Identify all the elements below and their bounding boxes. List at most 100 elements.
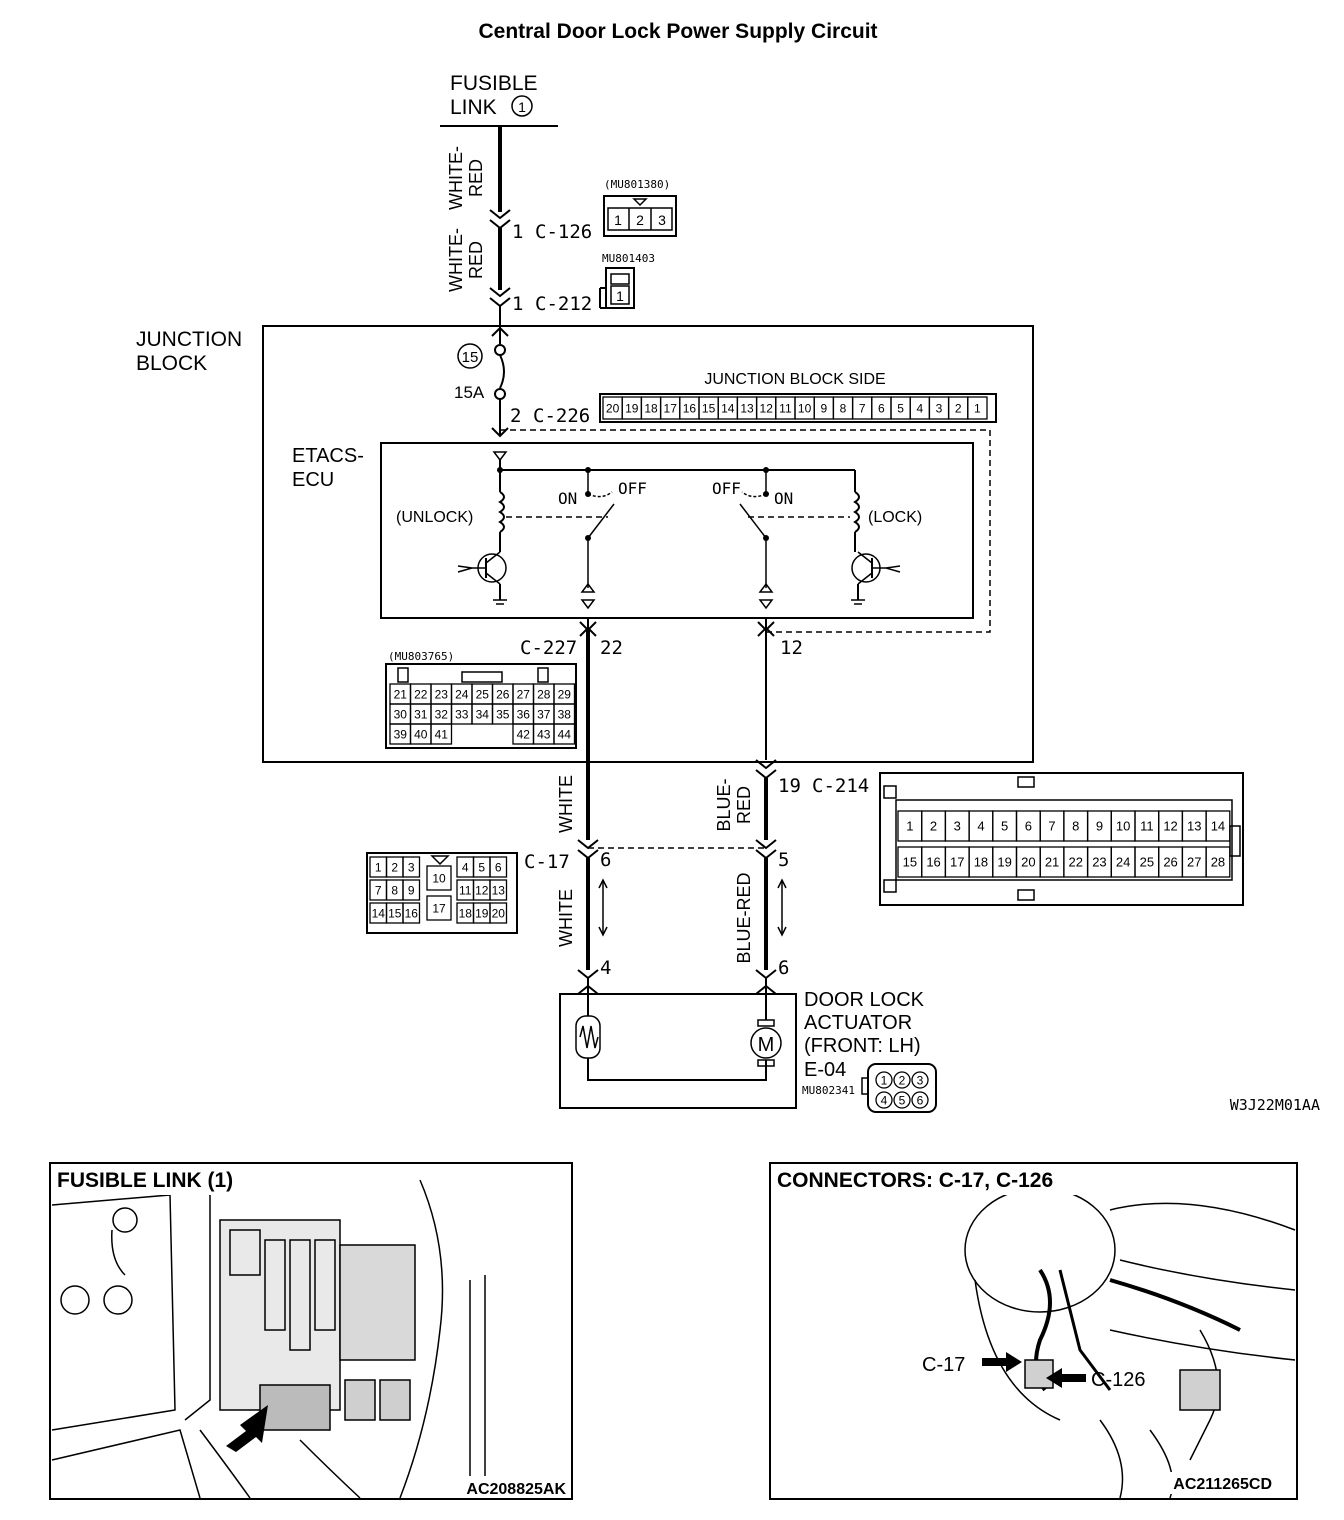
svg-text:BLUE-: BLUE- (714, 778, 734, 831)
fusible-link-label-2: LINK (450, 96, 497, 119)
c226-pin-12: 12 (760, 401, 774, 415)
e04-pin-1: 1 (881, 1074, 888, 1088)
c227-pin-26: 26 (496, 687, 510, 701)
actuator-label-1: DOOR LOCK (804, 989, 925, 1011)
c214-pin-12: 12 (1163, 819, 1177, 834)
c226-pin-14: 14 (721, 401, 735, 415)
c227-pin-23: 23 (435, 687, 449, 701)
e04-pin-6: 6 (917, 1094, 924, 1108)
c17-pin-13-cell (489, 879, 508, 901)
wire-label-white-lower: WHITE (556, 889, 576, 947)
c227-pin-35: 35 (496, 707, 510, 721)
c214-pin-3: 3 (954, 819, 961, 834)
c214-pin-7: 7 (1048, 819, 1055, 834)
photo-right-arrow-left-label: C-17 (922, 1354, 965, 1376)
dashboard-illustration (964, 1187, 1296, 1499)
lock-on-label: ON (774, 489, 793, 508)
c17-pin-7: 7 (375, 883, 382, 897)
c17-pin-16: 16 (405, 906, 419, 920)
c227-pin-37: 37 (537, 707, 551, 721)
c227-pin-36: 36 (517, 707, 531, 721)
lock-off-label: OFF (712, 479, 741, 498)
c126-pin-3: 3 (658, 212, 666, 228)
c226-side-label: JUNCTION BLOCK SIDE (704, 371, 885, 388)
e04-pin-3: 3 (917, 1074, 924, 1088)
e04-pin-4-circle (875, 1091, 893, 1109)
c226-pin-20: 20 (606, 401, 620, 415)
c227-pin-25: 25 (476, 687, 490, 701)
actuator-label-2: ACTUATOR (804, 1012, 912, 1034)
c226-pin: 2 (510, 405, 521, 427)
c227-pin-39: 39 (394, 727, 408, 741)
c212-part: MU801403 (602, 252, 655, 265)
e04-pin-left: 4 (600, 957, 611, 979)
photo-right-code: AC211265CD (1173, 1476, 1272, 1493)
e04-label: E-04 (804, 1059, 846, 1081)
c212-label: C-212 (535, 293, 592, 315)
c17-pin-14: 14 (372, 906, 386, 920)
c226-pin-17: 17 (664, 401, 678, 415)
c212-pin-1: 1 (616, 288, 624, 304)
fuse-number: 15 (462, 349, 479, 366)
c227-pin-22: 22 (414, 687, 428, 701)
c227-pin-28: 28 (537, 687, 551, 701)
door-lock-actuator: 4 6 M DOOR LOCK ACTUATOR (FRONT: LH) E-0… (559, 957, 937, 1113)
unlock-label: (UNLOCK) (396, 509, 473, 526)
c17-pin-3-cell (402, 856, 421, 878)
e04-pin-1-circle (875, 1071, 893, 1089)
connector-c126: 1 C-126 (MU801380) 1 2 3 (512, 178, 677, 243)
page-title: Central Door Lock Power Supply Circuit (478, 20, 877, 43)
photo-right-arrow-right-label: C-126 (1091, 1369, 1145, 1391)
c17-pin-9-cell (402, 879, 421, 901)
c17-pin-15: 15 (388, 906, 402, 920)
photo-left-code: AC208825AK (466, 1481, 566, 1498)
c226-pin-16: 16 (683, 401, 697, 415)
fusible-link-arrow (226, 1405, 268, 1452)
c227-pin-29: 29 (558, 687, 572, 701)
e04-pin-3-circle (911, 1071, 929, 1089)
c214-pin-17: 17 (950, 855, 964, 870)
etacs-label-2: ECU (292, 469, 334, 491)
c227-pin-42: 42 (517, 727, 531, 741)
photo-right-title: CONNECTORS: C-17, C-126 (777, 1169, 1053, 1192)
junction-block: JUNCTION BLOCK 15 15A (136, 325, 1034, 763)
c214-pin-23: 23 (1092, 855, 1106, 870)
c214-pin-25: 25 (1140, 855, 1154, 870)
c226-pin-10: 10 (798, 401, 812, 415)
c126-pin-2: 2 (636, 212, 644, 228)
c17-pin-6-cell (489, 856, 508, 878)
c214-pin-10: 10 (1116, 819, 1130, 834)
fusible-link: FUSIBLE LINK 1 (440, 72, 558, 127)
c212-pin: 1 (512, 293, 523, 315)
c214-pin-24: 24 (1116, 855, 1130, 870)
c214-pin-26: 26 (1163, 855, 1177, 870)
wire-label-white-red-top: WHITE- RED (446, 146, 486, 210)
c126-arrow (1046, 1368, 1086, 1388)
photo-fusible-link: FUSIBLE LINK (1) AC208825AK (49, 1162, 573, 1500)
c226-pin-1-cell (967, 396, 988, 420)
etacs-ecu: ETACS- ECU (UNLOCK) ON OFF (292, 429, 991, 633)
e04-pin-4: 4 (881, 1094, 888, 1108)
svg-text:WHITE-: WHITE- (446, 146, 466, 210)
diagram-code: W3J22M01AA (1230, 1096, 1320, 1114)
c227-pin-44-cell (553, 723, 576, 745)
c227-pin-43: 43 (537, 727, 551, 741)
wire-label-blue-red-lower: BLUE-RED (734, 872, 754, 963)
engine-bay-illustration (51, 1174, 486, 1499)
fuse-rating: 15A (454, 383, 485, 402)
c226-pin-9: 9 (820, 401, 827, 415)
c17-pin-17: 17 (432, 901, 446, 915)
e04-pin-2-circle (893, 1071, 911, 1089)
c17-pin-20-cell (489, 902, 508, 924)
c227-pin-31: 31 (414, 707, 428, 721)
c214-label: C-214 (812, 775, 869, 797)
c17-pin-3: 3 (408, 860, 415, 874)
c126-pin: 1 (512, 221, 523, 243)
c17-pin-right: 5 (778, 849, 789, 871)
c126-pin-1: 1 (614, 212, 622, 228)
